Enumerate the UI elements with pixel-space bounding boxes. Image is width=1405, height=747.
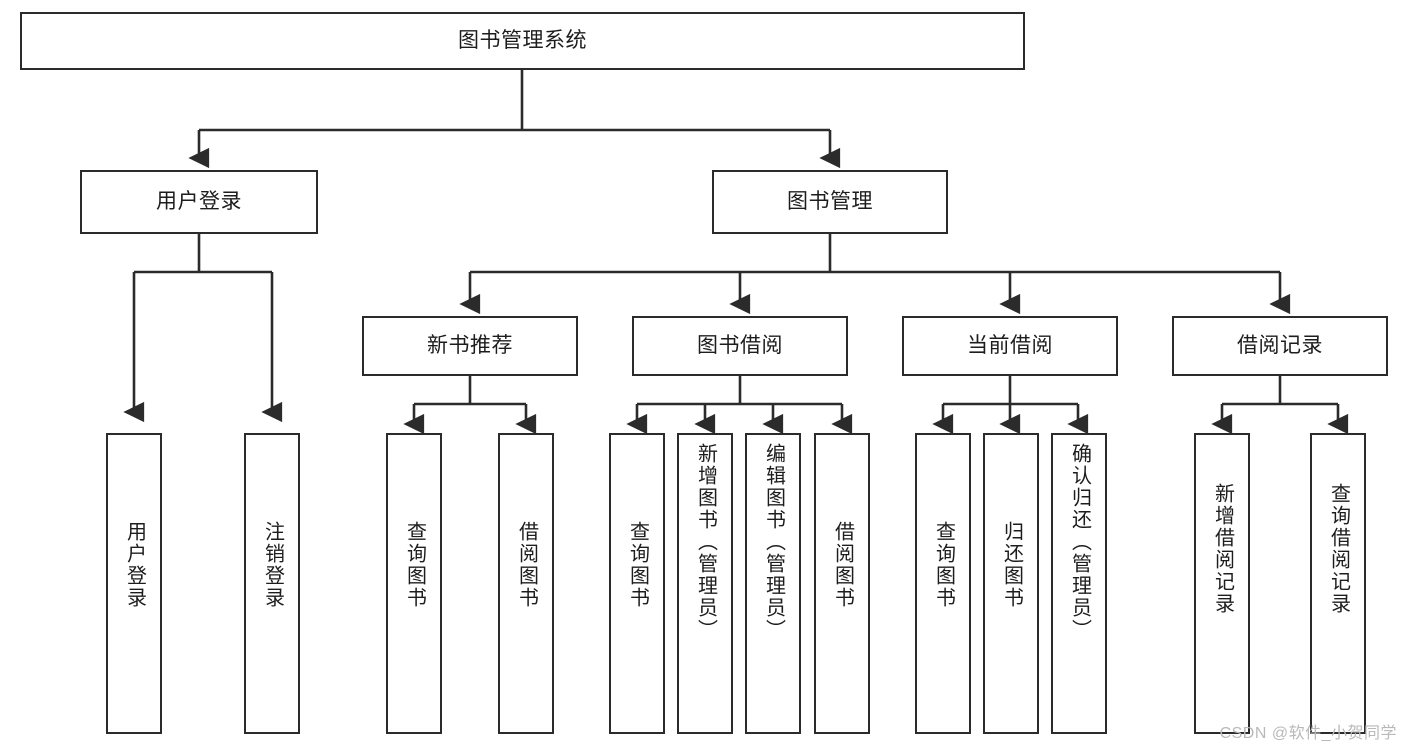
- leaf-new-book-borrow[interactable]: 借阅图书: [498, 433, 554, 734]
- node-label: 新增借阅记录: [1211, 483, 1234, 615]
- node-borrow-record[interactable]: 借阅记录: [1172, 316, 1388, 376]
- csdn-watermark: CSDN @软件_小贺同学: [1219, 725, 1397, 742]
- node-label: 新增图书（管理员）: [694, 443, 717, 641]
- node-label: 图书管理系统: [458, 29, 587, 53]
- node-label: 查询图书: [626, 521, 649, 609]
- leaf-book-borrow-add[interactable]: 新增图书（管理员）: [677, 433, 733, 734]
- node-label: 用户登录: [156, 190, 242, 214]
- leaf-book-borrow-lend[interactable]: 借阅图书: [814, 433, 870, 734]
- node-label: 新书推荐: [427, 334, 513, 358]
- leaf-current-borrow-confirm-return[interactable]: 确认归还（管理员）: [1051, 433, 1107, 734]
- leaf-new-book-query[interactable]: 查询图书: [386, 433, 442, 734]
- node-label: 借阅图书: [831, 521, 854, 609]
- node-new-book-recommend[interactable]: 新书推荐: [362, 316, 578, 376]
- node-user-login[interactable]: 用户登录: [80, 170, 318, 234]
- node-label: 用户登录: [123, 521, 146, 609]
- leaf-book-borrow-query[interactable]: 查询图书: [609, 433, 665, 734]
- node-label: 借阅记录: [1237, 334, 1323, 358]
- node-root-system[interactable]: 图书管理系统: [20, 12, 1025, 70]
- leaf-book-borrow-edit[interactable]: 编辑图书（管理员）: [745, 433, 801, 734]
- node-label: 注销登录: [261, 521, 284, 609]
- node-label: 查询图书: [932, 521, 955, 609]
- leaf-borrow-record-add[interactable]: 新增借阅记录: [1194, 433, 1250, 734]
- node-label: 图书管理: [787, 190, 873, 214]
- leaf-current-borrow-query[interactable]: 查询图书: [915, 433, 971, 734]
- leaf-borrow-record-query[interactable]: 查询借阅记录: [1310, 433, 1366, 734]
- node-label: 归还图书: [1000, 521, 1023, 609]
- node-label: 编辑图书（管理员）: [762, 443, 785, 641]
- node-label: 确认归还（管理员）: [1068, 443, 1091, 641]
- leaf-current-borrow-return[interactable]: 归还图书: [983, 433, 1039, 734]
- node-label: 图书借阅: [697, 334, 783, 358]
- node-book-management[interactable]: 图书管理: [712, 170, 948, 234]
- leaf-user-login-login[interactable]: 用户登录: [106, 433, 162, 734]
- leaf-user-login-logout[interactable]: 注销登录: [244, 433, 300, 734]
- node-label: 查询图书: [403, 521, 426, 609]
- node-book-borrow[interactable]: 图书借阅: [632, 316, 848, 376]
- node-label: 查询借阅记录: [1327, 483, 1350, 615]
- node-current-borrow[interactable]: 当前借阅: [902, 316, 1118, 376]
- node-label: 当前借阅: [967, 334, 1053, 358]
- node-label: 借阅图书: [515, 521, 538, 609]
